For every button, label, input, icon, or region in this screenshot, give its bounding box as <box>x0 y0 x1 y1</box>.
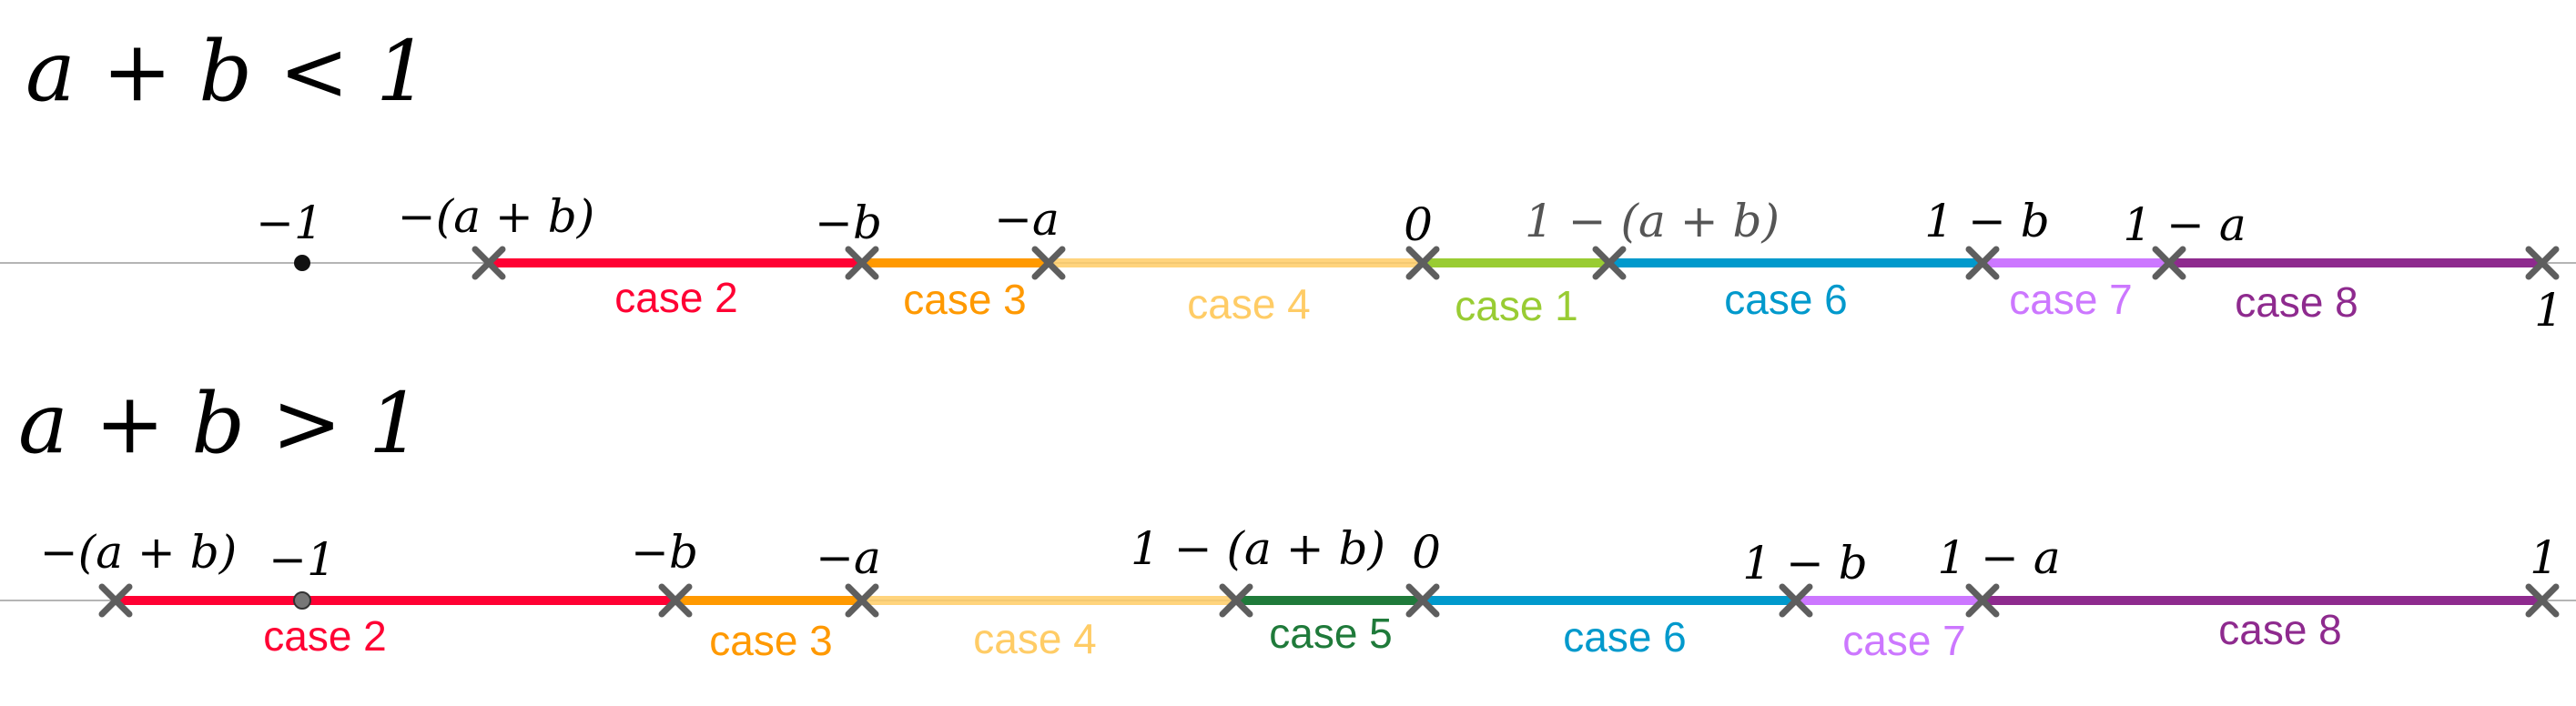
point-label: 1 − a <box>1937 531 2060 584</box>
marker-x-icon <box>1965 246 2000 280</box>
marker-x-icon <box>1405 583 1440 618</box>
point-label: 1 − b <box>1924 195 2050 247</box>
marker-x-icon <box>2152 246 2186 280</box>
point-label: 1 − b <box>1742 537 1868 590</box>
segment-label: case 3 <box>709 617 833 664</box>
point-minus-one-dot <box>294 255 310 271</box>
point-label: −(a + b) <box>40 526 237 579</box>
segment-label: case 4 <box>1187 280 1311 328</box>
marker-x-icon <box>2525 583 2560 618</box>
point-label: −(a + b) <box>398 190 594 243</box>
point-label: −1 <box>256 197 323 249</box>
point-label: −b <box>631 526 698 579</box>
marker-x-icon <box>472 246 506 280</box>
panel-sum-greater-than-one: a + b > 1 −(a + b) −1 −b −a 1 − (a + b) … <box>0 375 2576 664</box>
marker-x-icon <box>658 583 693 618</box>
point-label: −a <box>816 531 881 584</box>
marker-x-icon <box>98 583 133 618</box>
marker-x-icon <box>1779 583 1813 618</box>
marker-x-icon <box>1965 583 2000 618</box>
segment-label: case 8 <box>2218 606 2342 653</box>
point-label: −1 <box>269 533 336 586</box>
marker-x-icon <box>845 583 879 618</box>
segment-label: case 4 <box>973 615 1097 662</box>
segment-label: case 8 <box>2235 278 2358 326</box>
segment-label: case 1 <box>1455 282 1578 329</box>
marker-x-icon <box>845 246 879 280</box>
panel-sum-less-than-one: a + b < 1 −1 −(a + b) −b −a 0 1 − (a + b… <box>0 23 2576 337</box>
marker-x-icon <box>1219 583 1253 618</box>
point-minus-one-dot <box>293 591 311 610</box>
point-label: 1 − (a + b) <box>1525 195 1780 247</box>
point-label: 0 <box>1404 198 1433 251</box>
point-label: −a <box>994 193 1060 246</box>
point-label: 1 − (a + b) <box>1131 522 1385 575</box>
point-label: −b <box>815 197 882 249</box>
segment-label: case 6 <box>1724 276 1848 323</box>
point-label: 1 <box>2530 531 2559 584</box>
point-label: 1 − a <box>2123 198 2246 251</box>
segment-label: case 7 <box>2009 276 2133 323</box>
panel-title: a + b > 1 <box>18 375 421 472</box>
point-label: 0 <box>1412 526 1441 579</box>
segment-label: case 2 <box>614 274 738 321</box>
segment-label: case 3 <box>903 276 1027 323</box>
segment-label: case 7 <box>1842 617 1966 664</box>
marker-x-icon <box>1405 246 1440 280</box>
segment-label: case 2 <box>263 612 387 660</box>
segment-label: case 6 <box>1563 613 1687 661</box>
marker-x-icon <box>1592 246 1627 280</box>
panel-title: a + b < 1 <box>25 23 429 120</box>
marker-x-icon <box>2525 246 2560 280</box>
segment-label: case 5 <box>1269 610 1393 657</box>
marker-x-icon <box>1031 246 1066 280</box>
point-label: 1 <box>2534 284 2563 337</box>
